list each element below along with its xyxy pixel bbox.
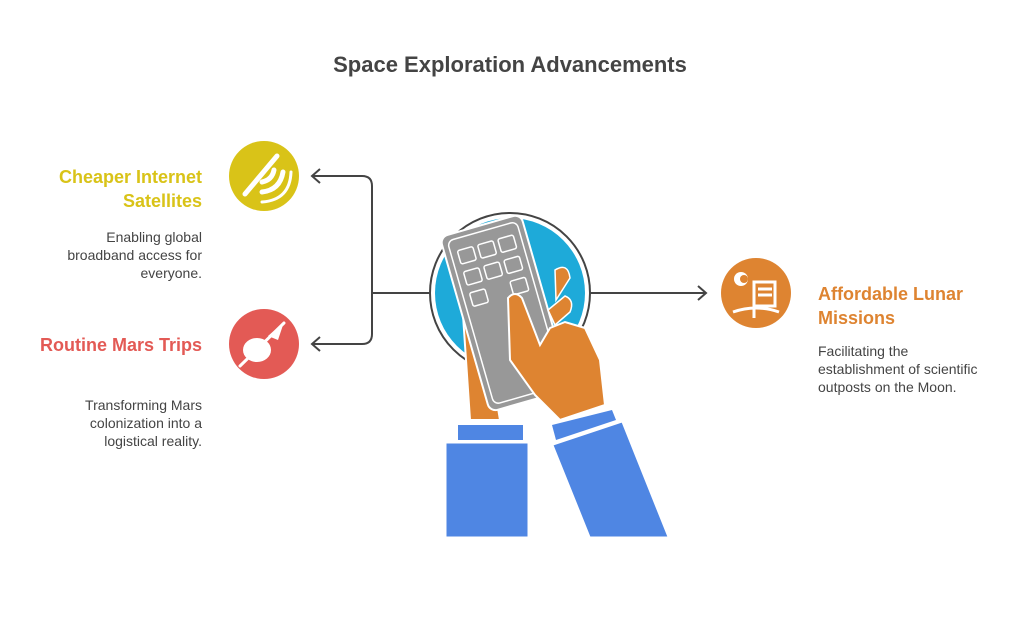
mars-description: Transforming Mars colonization into a lo…	[85, 397, 202, 449]
satellites-title: Cheaper Internet Satellites	[58, 167, 202, 211]
satellites-description: Enabling global broadband access for eve…	[67, 229, 202, 281]
moon-outpost-icon	[721, 258, 791, 328]
mars-title: Routine Mars Trips	[39, 335, 202, 355]
central-illustration	[429, 212, 669, 538]
satellite-icon	[229, 141, 299, 211]
diagram-title: Space Exploration Advancements	[333, 52, 687, 77]
lunar-description: Facilitating the establishment of scient…	[818, 343, 978, 395]
connectors	[310, 168, 708, 352]
rocket-planet-icon	[229, 309, 299, 379]
lunar-title: Affordable Lunar Missions	[818, 284, 964, 328]
